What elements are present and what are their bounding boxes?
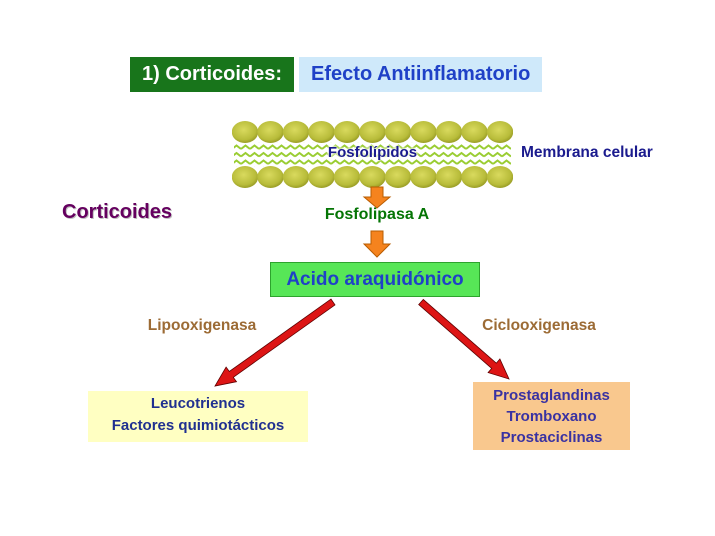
phospholipid-bilayer-icon — [231, 121, 514, 188]
right-box-line: Prostaciclinas — [500, 429, 603, 446]
phospholipid-head-icon — [359, 121, 386, 143]
phospholipid-head-icon — [435, 166, 463, 188]
left-box-line: Leucotrienos — [150, 395, 246, 412]
phospholipid-head-icon — [359, 166, 386, 188]
red-arrow-to-leukotrienes-icon — [214, 298, 336, 387]
left-box-line: Factores quimiotácticos — [111, 417, 285, 434]
red-arrow-to-prostaglandins-icon — [418, 298, 510, 380]
phospholipid-head-icon — [308, 121, 335, 143]
phospholipase-label: Fosfolipasa A — [324, 206, 430, 223]
right-box-line: Prostaglandinas — [493, 387, 610, 404]
phospholipid-head-icon — [257, 166, 284, 188]
lipid-heads-top-row — [231, 121, 514, 143]
phospholipid-head-icon — [410, 121, 437, 143]
phospholipid-head-icon — [282, 166, 310, 188]
cell-membrane-graphic: Fosfolípidos — [231, 121, 514, 188]
prostaglandins-box: Prostaglandinas Tromboxano Prostaciclina… — [473, 382, 630, 450]
phospholipid-head-icon — [486, 166, 514, 188]
corticoides-label: Corticoides — [62, 201, 173, 223]
phospholipid-head-icon — [333, 121, 361, 143]
down-arrow-membrane-to-phospholipase-icon — [362, 186, 392, 209]
membrane-side-label: Membrana celular — [521, 144, 653, 161]
down-arrow-phospholipase-to-acid-icon — [362, 230, 392, 258]
lipid-tails-zigzag — [234, 142, 511, 167]
phospholipid-head-icon — [461, 121, 488, 143]
slide-title: 1) Corticoides: Efecto Antiinflamatorio — [130, 57, 543, 92]
phospholipid-head-icon — [282, 121, 310, 143]
phospholipid-head-icon — [231, 166, 259, 188]
cyclooxygenase-label: Ciclooxigenasa — [482, 317, 596, 334]
arachidonic-acid-box: Acido araquidónico — [270, 262, 480, 297]
title-corticoides-badge: 1) Corticoides: — [130, 57, 295, 92]
phospholipid-head-icon — [461, 166, 488, 188]
phospholipid-head-icon — [435, 121, 463, 143]
title-effect-badge: Efecto Antiinflamatorio — [299, 57, 543, 92]
phospholipid-head-icon — [231, 121, 259, 143]
phospholipid-head-icon — [308, 166, 335, 188]
right-box-line: Tromboxano — [506, 408, 597, 425]
phospholipid-head-icon — [384, 121, 412, 143]
phospholipid-head-icon — [410, 166, 437, 188]
membrane-phospholipids-label: Fosfolípidos — [327, 144, 418, 161]
phospholipid-head-icon — [384, 166, 412, 188]
phospholipid-head-icon — [333, 166, 361, 188]
lipoxygenase-label: Lipooxigenasa — [147, 317, 257, 334]
leukotrienes-box: Leucotrienos Factores quimiotácticos — [88, 391, 308, 442]
phospholipid-head-icon — [486, 121, 514, 143]
phospholipid-head-icon — [257, 121, 284, 143]
lipid-heads-bottom-row — [231, 166, 514, 188]
